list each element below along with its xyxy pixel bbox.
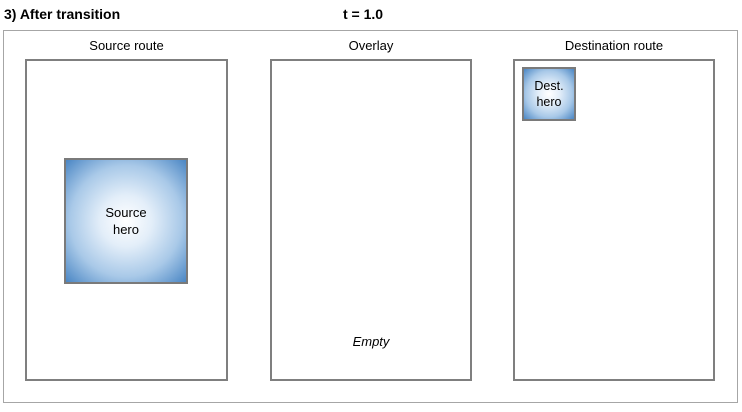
source-hero-label: Source hero [105, 205, 147, 237]
destination-route-panel: Dest. hero [513, 59, 715, 381]
source-hero-box: Source hero [64, 158, 188, 284]
source-route-label: Source route [89, 38, 164, 53]
dest-hero-label: Dest. hero [534, 79, 564, 109]
diagram-title: 3) After transition [4, 6, 121, 22]
overlay-empty-label: Empty [352, 334, 390, 349]
source-route-panel: Source hero [25, 59, 228, 381]
overlay-panel: Empty [270, 59, 472, 381]
time-indicator: t = 1.0 [343, 6, 384, 22]
destination-route-label: Destination route [564, 38, 664, 53]
overlay-label: Overlay [348, 38, 394, 53]
dest-hero-box: Dest. hero [522, 67, 576, 121]
